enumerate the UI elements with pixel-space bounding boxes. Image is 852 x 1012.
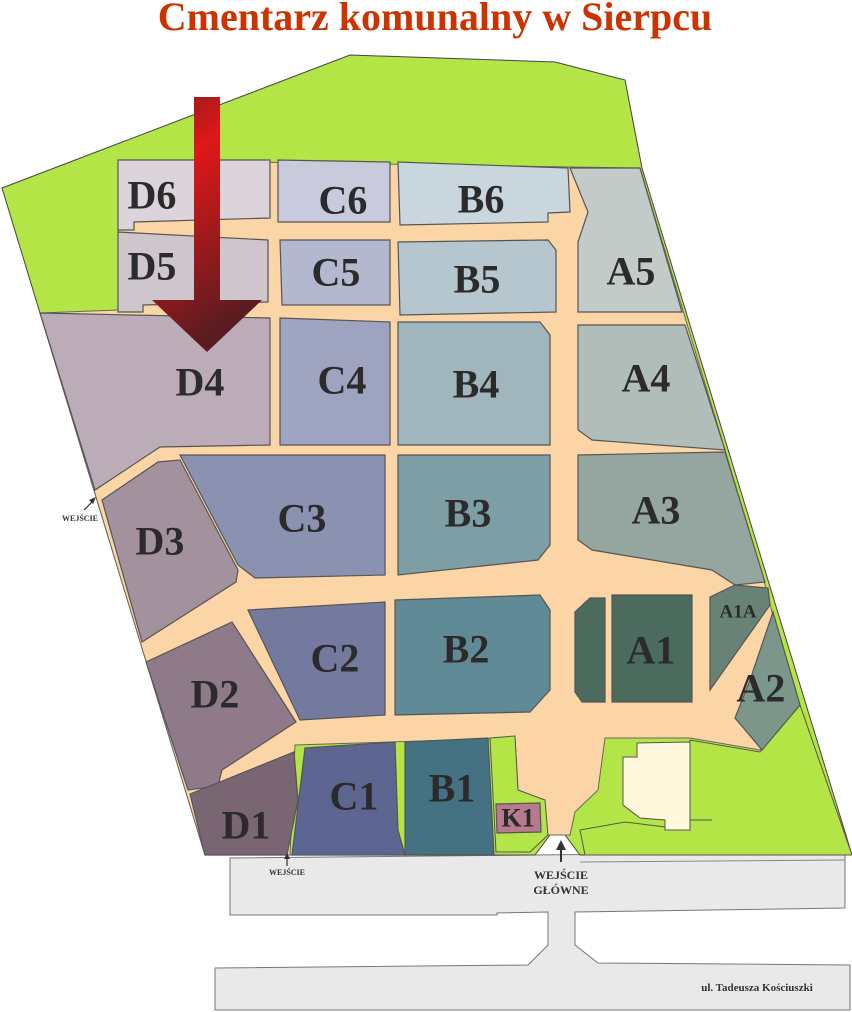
- entrance-main-label-line2: GŁÓWNE: [533, 883, 588, 897]
- label-c5: C5: [312, 250, 361, 295]
- label-d1: D1: [222, 803, 271, 848]
- section-a5[interactable]: [569, 167, 683, 313]
- section-d5[interactable]: [117, 231, 269, 313]
- entrance-arrowhead-icon: [284, 853, 290, 859]
- label-b6: B6: [458, 177, 505, 222]
- label-d3: D3: [136, 519, 185, 564]
- label-c6: C6: [319, 178, 368, 223]
- label-a5: A5: [607, 249, 656, 294]
- section-b2[interactable]: [394, 594, 551, 716]
- section-a3[interactable]: [577, 451, 766, 586]
- label-c2: C2: [311, 636, 360, 681]
- entrance-west-label: WEJŚCIE: [62, 513, 98, 523]
- section-d2[interactable]: [145, 621, 297, 791]
- section-b6[interactable]: [397, 161, 571, 226]
- label-c4: C4: [318, 358, 367, 403]
- section-c4[interactable]: [279, 317, 391, 446]
- label-d4: D4: [176, 360, 225, 405]
- section-c6[interactable]: [277, 159, 391, 223]
- label-d2: D2: [191, 672, 240, 717]
- label-a2: A2: [737, 666, 786, 711]
- section-c2[interactable]: [247, 601, 386, 721]
- section-k1[interactable]: [495, 802, 542, 834]
- section-b3[interactable]: [397, 454, 551, 576]
- entrance-arrowhead-icon: [89, 497, 96, 504]
- section-a2[interactable]: [734, 609, 801, 751]
- section-b4[interactable]: [397, 321, 551, 446]
- street-name: ul. Tadeusza Kościuszki: [701, 982, 813, 994]
- section-a1-strip[interactable]: [574, 597, 606, 703]
- label-b3: B3: [445, 491, 492, 536]
- label-a4: A4: [622, 356, 671, 401]
- section-c1[interactable]: [291, 741, 406, 856]
- section-c3[interactable]: [179, 454, 386, 579]
- label-b1: B1: [429, 766, 476, 811]
- entrance-west[interactable]: WEJŚCIE: [62, 497, 98, 523]
- map-title: Cmentarz komunalny w Sierpcu: [158, 0, 712, 39]
- street-road: [214, 851, 851, 1011]
- label-d6: D6: [128, 173, 177, 218]
- entrance-arrowhead-icon: [556, 840, 566, 850]
- section-a1a[interactable]: [709, 584, 771, 692]
- section-d3[interactable]: [101, 459, 239, 643]
- section-c5[interactable]: [279, 239, 391, 306]
- label-d5: D5: [128, 244, 177, 289]
- label-a1a: A1A: [720, 602, 757, 623]
- label-b4: B4: [453, 362, 500, 407]
- entrance-south[interactable]: WEJŚCIE: [269, 853, 305, 877]
- road-edge: [579, 859, 846, 863]
- label-k1: K1: [501, 804, 534, 833]
- entrance-south-label: WEJŚCIE: [269, 867, 305, 877]
- section-b1[interactable]: [404, 737, 495, 856]
- section-a4[interactable]: [577, 324, 726, 451]
- label-b5: B5: [454, 257, 501, 302]
- label-a3: A3: [632, 488, 681, 533]
- label-c1: C1: [330, 774, 379, 819]
- entrance-main-label-line1: WEJŚCIE: [534, 868, 588, 882]
- chapel-building: [622, 741, 712, 831]
- label-c3: C3: [278, 496, 327, 541]
- entrance-main[interactable]: WEJŚCIE GŁÓWNE: [533, 840, 589, 897]
- down-arrow-icon: [152, 97, 262, 352]
- section-d1[interactable]: [189, 751, 299, 856]
- label-b2: B2: [443, 627, 490, 672]
- section-b5[interactable]: [397, 239, 557, 316]
- label-a1: A1: [627, 628, 676, 673]
- section-a1[interactable]: [611, 594, 693, 703]
